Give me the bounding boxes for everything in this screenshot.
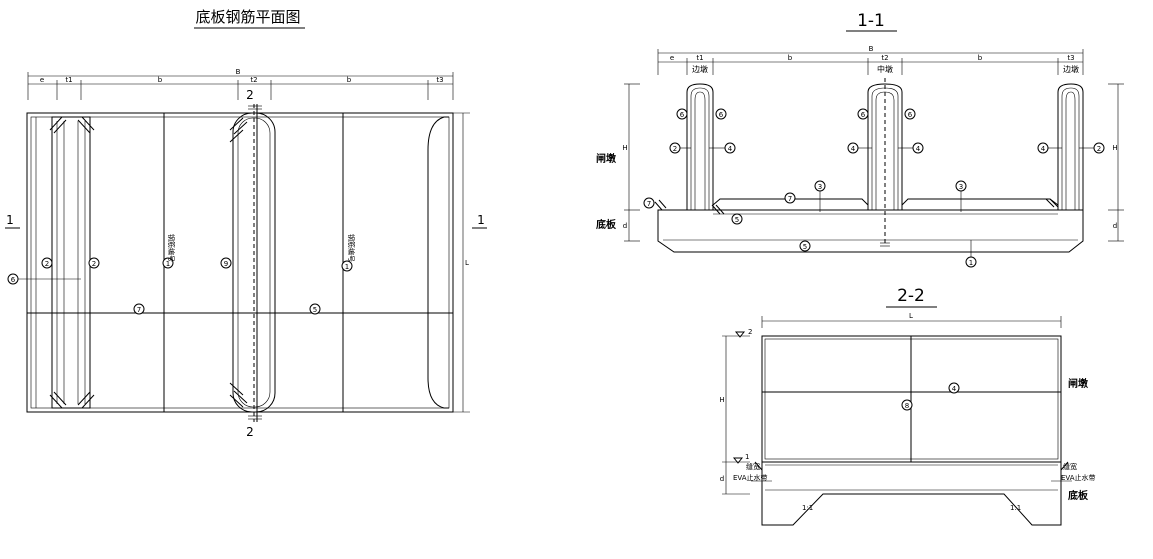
- s11-dim-t1: t1: [696, 54, 703, 62]
- s22-level-mark-1: 1: [745, 453, 749, 461]
- s11-callout-2a: 2: [673, 145, 677, 153]
- plan-length-dimension: L: [453, 112, 470, 413]
- s11-dim-b1: b: [788, 54, 793, 62]
- s22-level-mark-2: 2: [748, 328, 752, 336]
- plan-dim-t2: t2: [250, 76, 257, 84]
- s11-callout-4a: 4: [728, 145, 733, 153]
- plan-callout-7: 7: [137, 306, 141, 314]
- s22-side-label-pier: 闸墩: [1068, 377, 1089, 390]
- s11-dim-e: e: [670, 54, 674, 62]
- s11-callout-5a: 5: [735, 216, 739, 224]
- plan-slab-outline: [26, 112, 454, 413]
- section-2-2: 2-2 L H d 2 1: [719, 286, 1096, 526]
- s11-dim-total: B: [869, 45, 874, 53]
- plan-dim-e: e: [40, 76, 44, 84]
- s22-slope-right: 1:1: [1010, 504, 1021, 512]
- s11-height-label-right: H: [1112, 144, 1117, 152]
- s11-pier-label-left: 边墩: [692, 64, 708, 74]
- plan-dim-total: B: [236, 68, 241, 76]
- s11-height-label-left: H: [622, 144, 627, 152]
- plan-vertical-note-2: 钢筋编号: [347, 234, 356, 262]
- s11-callout-3b: 3: [959, 183, 963, 191]
- plan-right-end: [427, 116, 449, 409]
- s11-side-label-pier: 闸墩: [596, 152, 617, 165]
- s11-left-pier: [686, 83, 714, 210]
- plan-section-mark-1-left: 1: [6, 213, 14, 227]
- s11-callout-7b: 7: [647, 200, 651, 208]
- plan-left-pier: [49, 116, 95, 409]
- section-2-2-title: 2-2: [897, 286, 925, 306]
- plan-vertical-note-1: 钢筋编号: [167, 234, 176, 262]
- s11-callout-4d: 4: [1041, 145, 1046, 153]
- s22-length-dimension: L: [761, 312, 1062, 328]
- plan-section-mark-2-bottom: 2: [246, 425, 254, 439]
- plan-title: 底板钢筋平面图: [195, 8, 300, 26]
- s22-waterstop-right: EVA止水带: [1061, 473, 1096, 482]
- plan-callout-6: 6: [11, 276, 16, 284]
- s22-seam-right: 缝宽: [1063, 462, 1077, 471]
- s11-thickness-label-right: d: [1113, 222, 1117, 230]
- s11-callout-3a: 3: [818, 183, 822, 191]
- plan-callout-2a: 2: [45, 260, 49, 268]
- s11-side-label-slab: 底板: [596, 218, 617, 231]
- s11-height-dimension-left: H d 闸墩 底板: [596, 83, 640, 242]
- s22-waterstop-left: EVA止水带: [733, 473, 768, 482]
- plan-callout-5: 5: [313, 306, 317, 314]
- plan-section-mark-2-top: 2: [246, 88, 254, 102]
- plan-callout-1b: 1: [345, 263, 349, 271]
- plan-dim-length: L: [465, 259, 469, 267]
- s11-callout-6b: 6: [719, 111, 724, 119]
- plan-dim-b1: b: [158, 76, 163, 84]
- s11-callout-6c: 6: [861, 111, 866, 119]
- s22-dim-length: L: [909, 312, 913, 320]
- s22-slab-outline: [761, 461, 1062, 526]
- s11-callout-6d: 6: [908, 111, 913, 119]
- plan-dim-t1: t1: [65, 76, 72, 84]
- s11-pier-label-right: 边墩: [1063, 64, 1079, 74]
- section-1-1: 1-1 B e t1 b t2 b t3 边墩 中墩 边墩: [596, 11, 1124, 268]
- s11-dim-t2: t2: [881, 54, 888, 62]
- plan-callout-9: 9: [224, 260, 228, 268]
- s11-callout-4b: 4: [851, 145, 856, 153]
- s11-callout-2b: 2: [1097, 145, 1101, 153]
- s11-height-dimension-right: H d: [1108, 83, 1124, 242]
- s22-slope-left: 1:1: [802, 504, 813, 512]
- s11-middle-pier: [867, 78, 903, 247]
- s22-seam-left: 缝宽: [746, 462, 760, 471]
- plan-section-mark-1-right: 1: [477, 213, 485, 227]
- plan-dim-t3: t3: [436, 76, 443, 84]
- s22-height-dimension: H d 2 1: [719, 328, 752, 495]
- section-1-1-dimension-chain: B e t1 b t2 b t3 边墩 中墩 边墩: [657, 45, 1084, 75]
- section-1-1-title: 1-1: [857, 11, 885, 31]
- s11-pier-label-mid: 中墩: [877, 64, 893, 74]
- s11-callout-7a: 7: [788, 195, 792, 203]
- s11-dim-t3: t3: [1067, 54, 1074, 62]
- s22-thickness-label: d: [720, 475, 724, 483]
- plan-view: 底板钢筋平面图 B e t1 b t2 b t3: [5, 8, 487, 439]
- s11-callout-5b: 5: [803, 243, 807, 251]
- plan-callout-1a: 1: [166, 260, 170, 268]
- s22-callout-4: 4: [952, 385, 957, 393]
- plan-dim-b2: b: [347, 76, 352, 84]
- s11-thickness-label-left: d: [623, 222, 627, 230]
- s22-height-label: H: [719, 396, 724, 404]
- s11-callout-6a: 6: [680, 111, 685, 119]
- plan-callout-2b: 2: [92, 260, 96, 268]
- s22-side-label-slab: 底板: [1068, 489, 1089, 502]
- s11-dim-b2: b: [978, 54, 983, 62]
- s11-callout-4c: 4: [916, 145, 921, 153]
- plan-middle-pier: 2 2: [229, 88, 276, 439]
- plan-dimension-chain: B e t1 b t2 b t3: [27, 68, 454, 100]
- s11-callout-1: 1: [969, 259, 973, 267]
- s11-right-pier: [1057, 83, 1084, 210]
- s22-callout-8: 8: [905, 402, 909, 410]
- s11-slab-outline: [657, 209, 1084, 253]
